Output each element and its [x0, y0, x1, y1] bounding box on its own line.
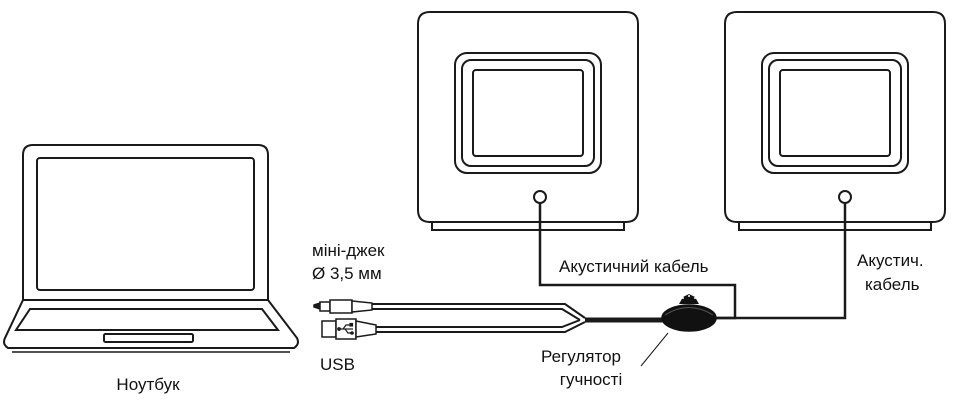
acoustic-cable-short-label-line2: кабель: [865, 275, 920, 294]
laptop-touchpad: [103, 333, 194, 343]
volume-controller: [661, 294, 717, 332]
acoustic-cable-right: [715, 203, 847, 320]
speaker-left-panel-inner: [472, 69, 584, 157]
minijack-cable: [372, 303, 586, 319]
volume-label-line1: Регулятор: [541, 347, 621, 366]
speaker-right-panel-outer: [761, 52, 909, 174]
laptop-label: Ноутбук: [116, 375, 180, 394]
volume-label-line2: гучності: [560, 370, 622, 389]
laptop-keyboard: [14, 308, 281, 331]
speaker-left: [417, 11, 639, 231]
cables: [372, 203, 847, 333]
minijack-plug: [313, 299, 373, 314]
speaker-right-jack: [838, 190, 852, 204]
minijack-label-line1: міні-джек: [312, 241, 385, 260]
usb-plug: [321, 318, 377, 340]
laptop: [3, 144, 299, 353]
volume-leader-line: [640, 332, 669, 367]
usb-label: USB: [320, 355, 355, 374]
speaker-right-panel-inner: [779, 69, 891, 157]
speaker-left-jack: [533, 190, 547, 204]
speaker-right-body: [724, 11, 946, 223]
laptop-lid: [22, 144, 269, 301]
acoustic-cable-short-label-line1: Акустич.: [857, 251, 924, 270]
volume-controller-body: [661, 304, 717, 332]
acoustic-cable-label: Акустичний кабель: [559, 257, 709, 276]
laptop-base: [3, 299, 299, 349]
laptop-screen: [36, 157, 255, 291]
speaker-left-body: [417, 11, 639, 223]
usb-cable: [376, 319, 581, 328]
volume-knob: [679, 294, 699, 304]
speaker-right-panel-mid: [768, 59, 902, 167]
speaker-left-panel-outer: [454, 52, 602, 174]
usb-icon: [337, 322, 354, 335]
speaker-left-panel-mid: [461, 59, 595, 167]
minijack-label-line2: Ø 3,5 мм: [312, 264, 382, 283]
speaker-right: [724, 11, 946, 231]
